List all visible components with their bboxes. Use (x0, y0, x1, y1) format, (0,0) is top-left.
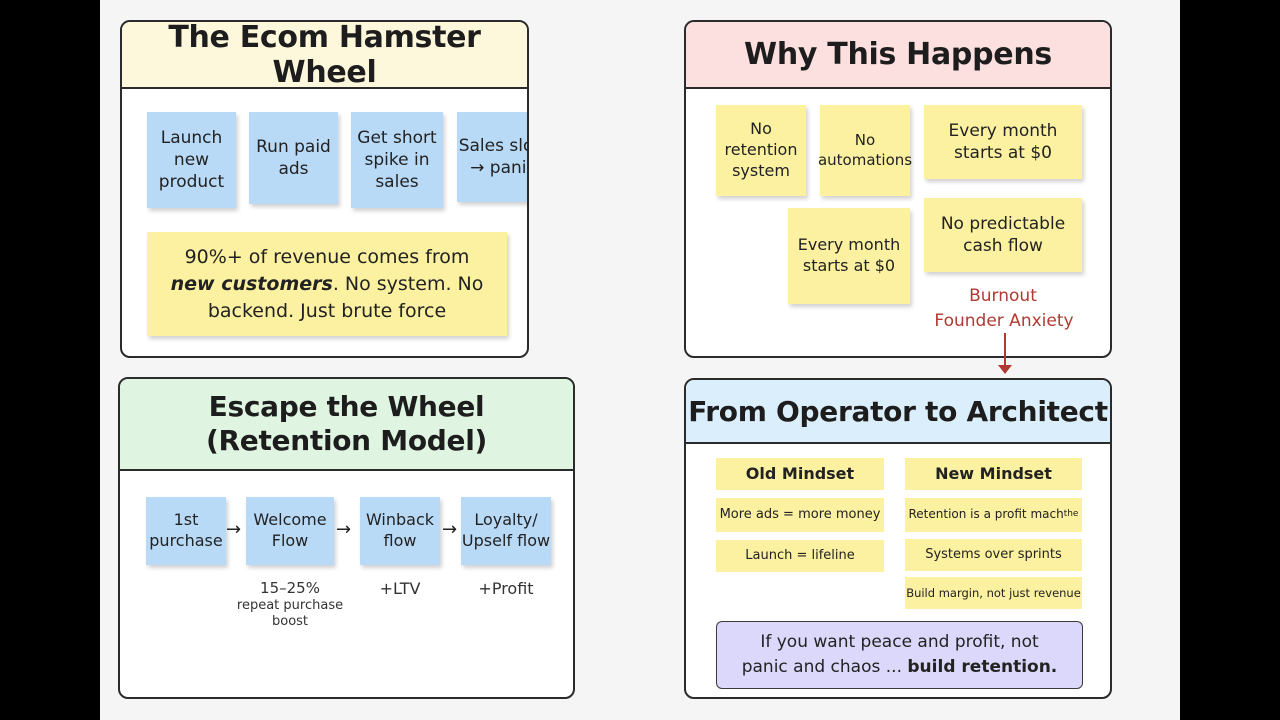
flow-step: 1st purchase (146, 497, 226, 565)
summary-note: 90%+ of revenue comes from new customers… (147, 232, 507, 336)
sticky-note: Get short spike in sales (351, 112, 443, 208)
operator-architect-panel: From Operator to Architect Old Mindset N… (684, 378, 1112, 699)
flow-step: Winback flow (360, 497, 440, 565)
panel-header: The Ecom Hamster Wheel (122, 20, 527, 90)
sticky-note: No automations (818, 105, 912, 196)
why-this-happens-panel: Why This Happens No retention system No … (684, 20, 1112, 358)
panel-header: Escape the Wheel (Retention Model) (120, 379, 573, 471)
connector-arrow (998, 333, 1012, 374)
old-mindset-item: More ads = more money (716, 498, 884, 532)
sticky-note: No predictable cash flow (924, 198, 1082, 272)
sticky-note: Launch new product (147, 112, 236, 208)
canvas: The Ecom Hamster Wheel Launch new produc… (100, 0, 1180, 720)
old-mindset-header: Old Mindset (716, 458, 884, 490)
retention-callout: If you want peace and profit, not panic … (716, 621, 1083, 689)
old-mindset-item: Launch = lifeline (716, 540, 884, 572)
winback-caption: +LTV (379, 579, 421, 598)
founder-anxiety-label: Founder Anxiety (934, 311, 1074, 331)
flow-step: Loyalty/ Upself flow (461, 497, 551, 565)
arrow-icon: → (226, 519, 242, 540)
panel-title: Why This Happens (744, 37, 1052, 72)
escape-wheel-panel: Escape the Wheel (Retention Model) 1st p… (118, 377, 575, 699)
new-mindset-item: Build margin, not just revenue (905, 577, 1082, 609)
sticky-note: Every month starts at $0 (924, 105, 1082, 179)
hamster-wheel-panel: The Ecom Hamster Wheel Launch new produc… (120, 20, 529, 358)
panel-title-line2: (Retention Model) (206, 424, 487, 457)
flow-step: Welcome Flow (246, 497, 334, 565)
sticky-note: No retention system (716, 105, 806, 196)
panel-header: From Operator to Architect (686, 380, 1110, 444)
panel-header: Why This Happens (686, 22, 1110, 89)
new-mindset-header: New Mindset (905, 458, 1082, 490)
sticky-note: Every month starts at $0 (788, 208, 910, 304)
panel-title-line1: Escape the Wheel (208, 390, 485, 424)
sticky-note: Sales slow → panic (457, 112, 527, 202)
arrow-icon: → (442, 519, 458, 540)
panel-title: The Ecom Hamster Wheel (168, 20, 481, 90)
loyalty-caption: +Profit (478, 579, 534, 598)
new-mindset-item: Systems over sprints (905, 539, 1082, 571)
panel-title: From Operator to Architect (688, 394, 1108, 428)
welcome-caption: 15–25% repeat purchase boost (236, 579, 344, 629)
sticky-note: Run paid ads (249, 112, 338, 204)
arrow-icon: → (336, 519, 352, 540)
burnout-label: Burnout (969, 286, 1037, 306)
